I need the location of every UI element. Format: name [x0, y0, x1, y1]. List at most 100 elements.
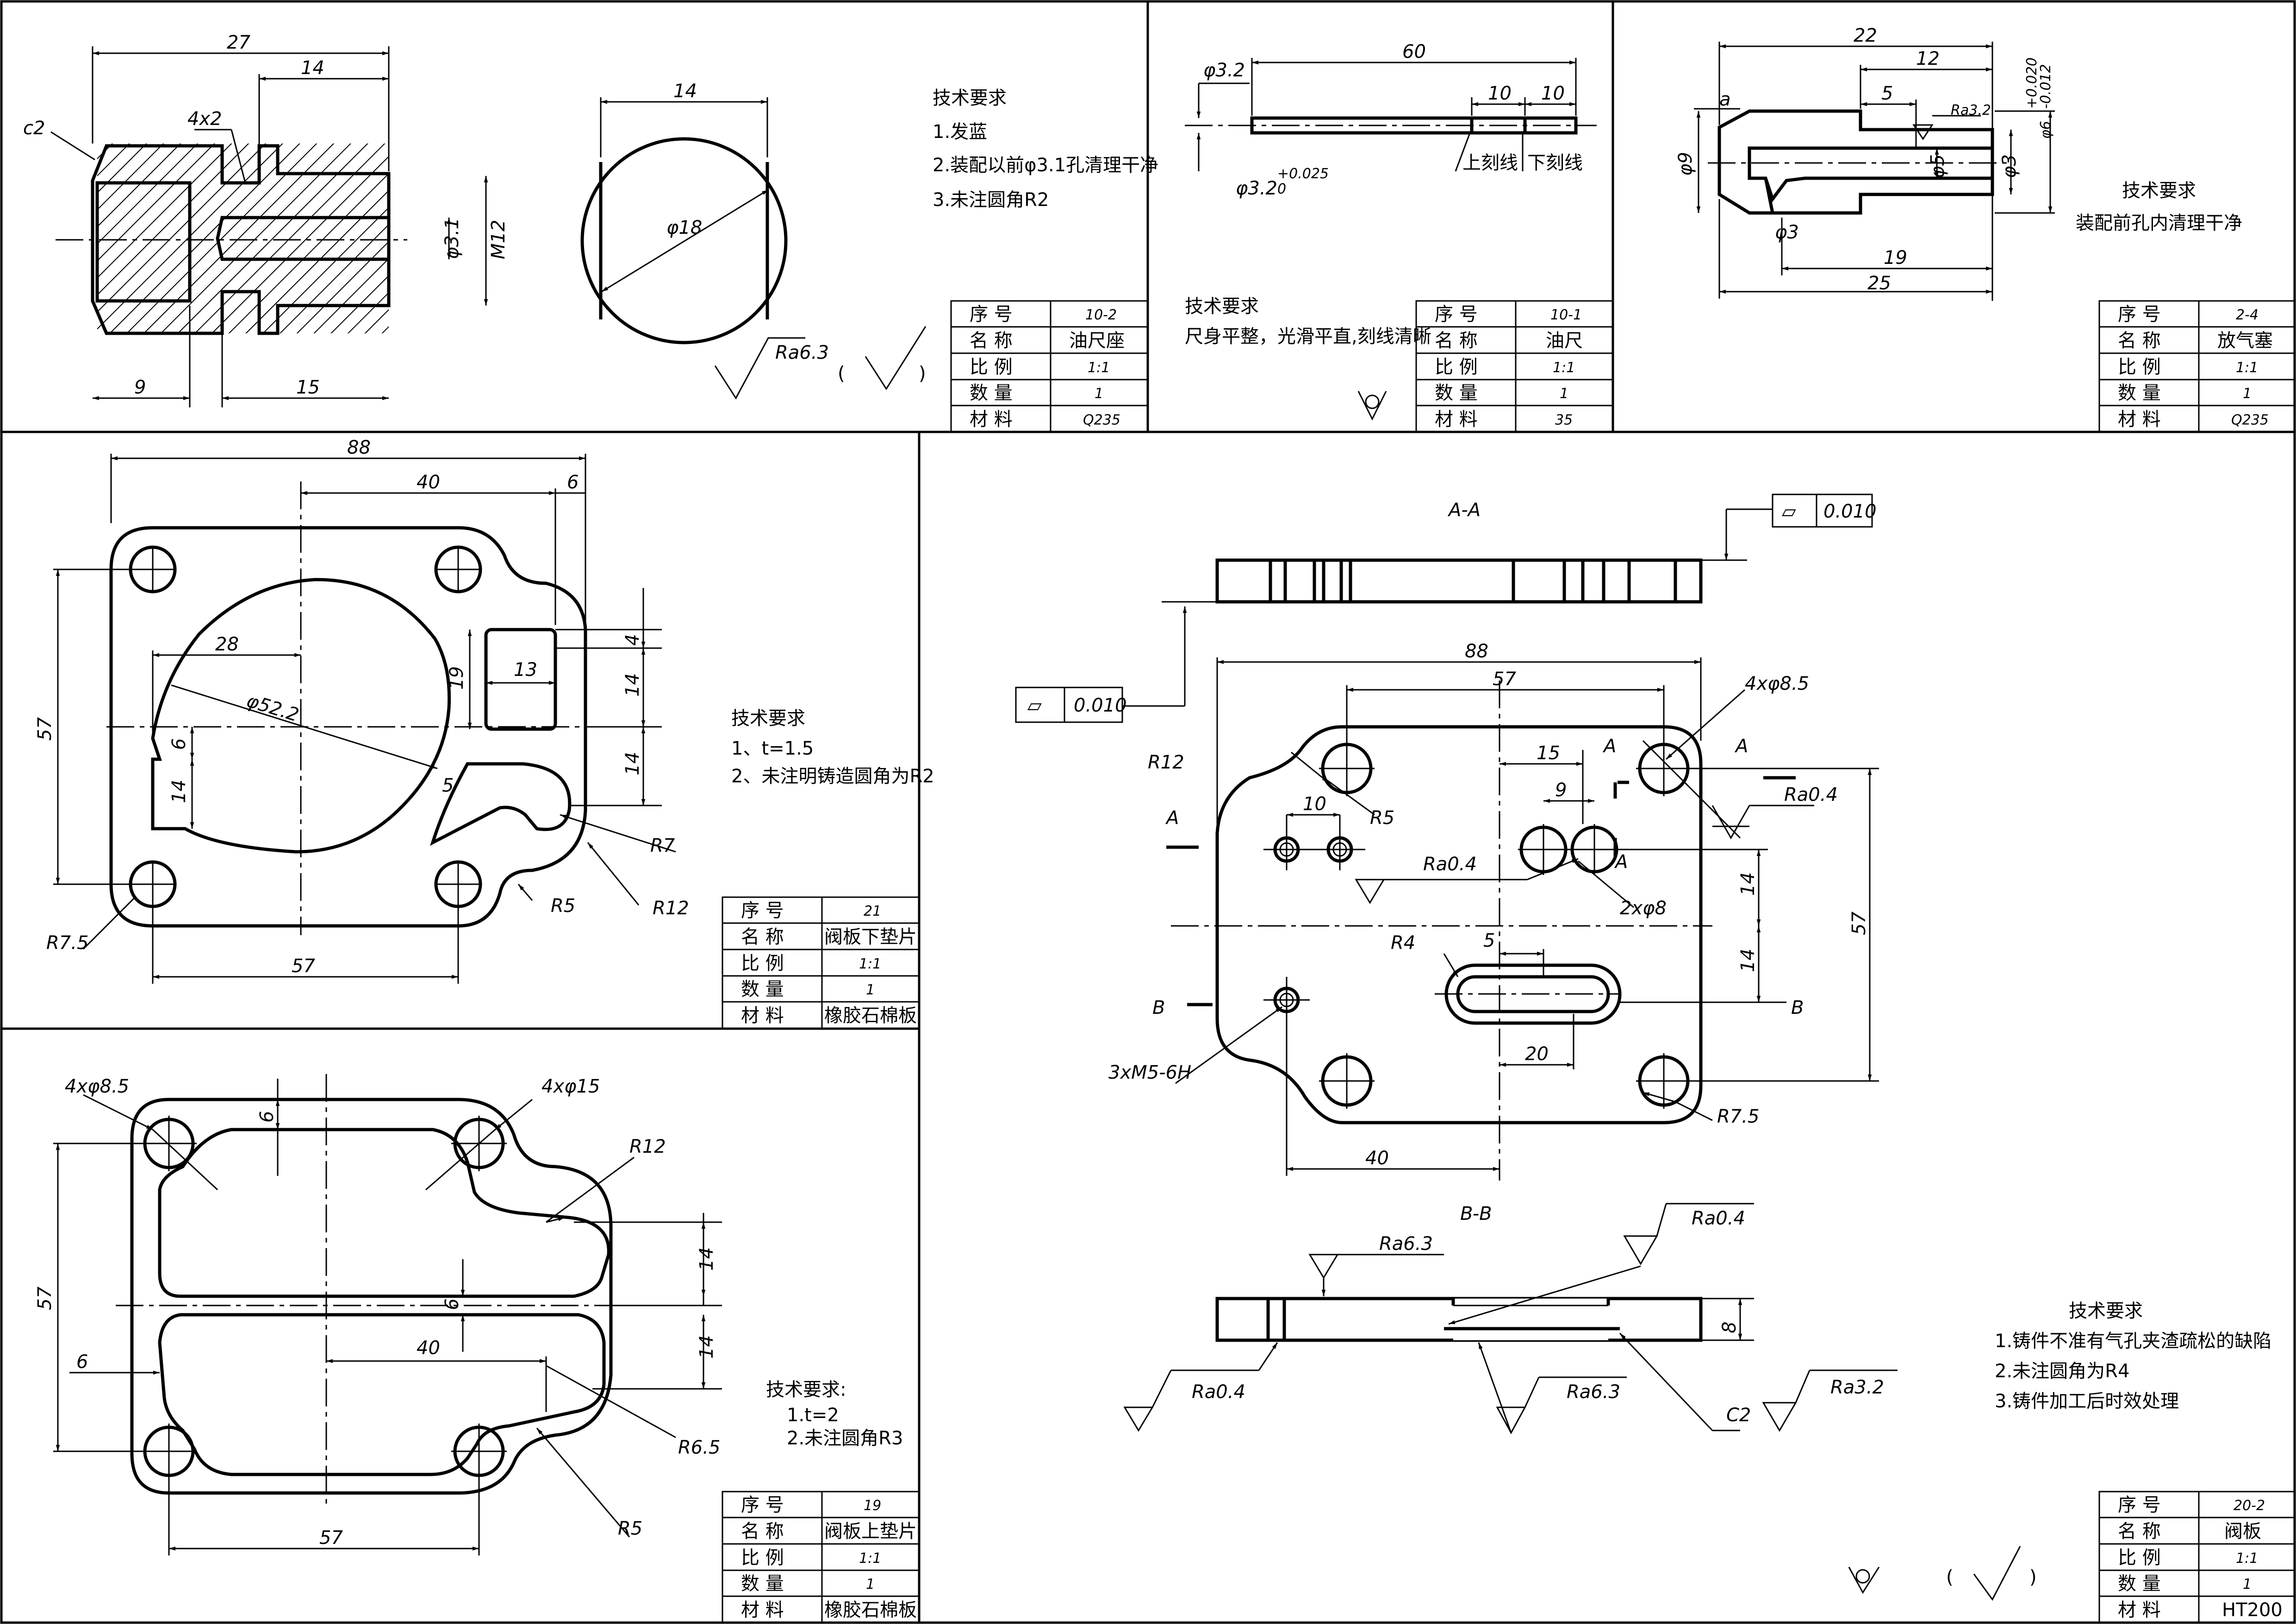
dim-phi3-1: φ3.1 [442, 218, 463, 259]
dim-15: 15 [296, 377, 320, 398]
tb-label: 比 例 [2118, 356, 2161, 378]
tb-value-qty: 1 [1095, 386, 1103, 402]
dim-5: 5 [1483, 930, 1495, 951]
dim-c2: C2 [1726, 1405, 1751, 1426]
notes-title: 技术要求 [731, 708, 805, 729]
dim-phi3: φ3 [1775, 222, 1799, 243]
tb-value-scale: 1:1 [1553, 360, 1575, 376]
tb-value-part-no: 20-2 [2234, 1498, 2265, 1514]
dim-8: 8 [1719, 1322, 1740, 1333]
notes-title: 技术要求 [933, 87, 1007, 109]
tb-value-part-no: 10-2 [1085, 307, 1117, 323]
roughness-ra0-4: Ra0.4 [1423, 854, 1477, 875]
vent-plug-dimensions: 22 12 5 a Ra3.2 φ9 φ5 φ3 φ3 φ6 +0.020 -0… [1675, 25, 2055, 301]
roughness-ra6-3: Ra6.3 [1567, 1381, 1620, 1403]
notes-title: 技术要求 [2069, 1300, 2143, 1322]
dim-m12: M12 [488, 220, 509, 259]
roughness-ra6-3: Ra6.3 [775, 342, 829, 363]
dim-22: 22 [1854, 25, 1877, 46]
tb-value-qty: 1 [1560, 386, 1568, 402]
vent-plug-section-view [1708, 109, 2009, 215]
dim-4: 4 [622, 634, 643, 646]
note-line-1: 1.铸件不准有气孔夹渣疏松的缺陷 [1995, 1330, 2271, 1352]
dim-2x-phi8: 2xφ8 [1620, 898, 1667, 919]
tb-value-qty: 1 [2243, 386, 2252, 402]
tb-value-part-no: 19 [864, 1498, 881, 1514]
label-a: a [1719, 89, 1731, 110]
dim-circle-14: 14 [673, 81, 697, 102]
tb-label: 名 称 [970, 330, 1013, 351]
tb-label: 材 料 [1435, 409, 1478, 430]
tb-value-qty: 1 [866, 1576, 875, 1593]
tb-label: 材 料 [2118, 1599, 2161, 1621]
upper-gasket-dimensions: 4xφ8.5 4xφ15 6 R12 57 14 6 14 6 40 R6.5 … [34, 1076, 722, 1555]
tb-label: 数 量 [741, 979, 784, 1000]
oil-seat-notes: 技术要求 1.发蓝 2.装配以前φ3.1孔清理干净 3.未注圆角R2 [933, 87, 1158, 211]
lower-gasket-centerlines [106, 481, 602, 935]
dim-57: 57 [1493, 668, 1516, 690]
note-line-1: 1.发蓝 [933, 121, 987, 143]
dim-28: 28 [215, 634, 239, 655]
dim-r7: R7 [650, 835, 675, 856]
dim-6-left: 6 [168, 738, 190, 750]
dim-10: 10 [1541, 83, 1565, 104]
dim-14: 14 [1737, 949, 1759, 972]
dim-6: 6 [567, 472, 579, 493]
label-upper-mark: 上刻线 [1462, 152, 1518, 174]
oil-seat-end-view [580, 137, 788, 344]
dim-19: 19 [1884, 247, 1907, 269]
dim-6-top: 6 [256, 1111, 278, 1123]
title-block: 序 号 名 称 比 例 数 量 材 料 10-2 油尺座 1:1 1 Q235 [950, 300, 1149, 433]
tb-label: 比 例 [2118, 1547, 2161, 1568]
tb-label: 数 量 [1435, 382, 1478, 404]
panel-lower-gasket: 88 40 6 57 28 φ52.2 19 13 4 14 14 6 14 5… [34, 437, 934, 1030]
section-mark-a: A [1614, 851, 1628, 873]
tol-upper: +0.020 [2024, 57, 2040, 109]
tb-value-qty: 1 [2243, 1576, 2252, 1593]
dim-r5: R5 [1370, 807, 1394, 829]
dim-20: 20 [1525, 1043, 1549, 1065]
oil-seat-section-view [56, 144, 407, 335]
dipstick-view [1185, 116, 1597, 135]
roughness-ra0-4: Ra0.4 [1784, 784, 1838, 806]
tb-value-scale: 1:1 [2236, 1550, 2258, 1567]
flatness-symbol: ▱ [1027, 695, 1042, 716]
tb-value-part-no: 2-4 [2236, 307, 2259, 323]
panel-dipstick: 60 φ3.2 φ3.2 +0.025 0 10 10 上刻线 下刻线 技术要求… [1185, 41, 1614, 433]
dim-r7-5: R7.5 [46, 932, 88, 954]
dim-57-horizontal: 57 [319, 1527, 343, 1549]
dim-r12: R12 [1148, 752, 1184, 773]
dim-57-vertical: 57 [1848, 912, 1870, 935]
title-block: 序 号 名 称 比 例 数 量 材 料 10-1 油尺 1:1 1 35 [1415, 300, 1614, 433]
dim-groove: 4x2 [187, 108, 222, 130]
dim-10: 10 [1303, 793, 1326, 815]
dim-5: 5 [442, 775, 454, 796]
tb-value-name: 油尺座 [1069, 330, 1125, 351]
paren-open: ( [1946, 1567, 1954, 1588]
valve-plate-plan-dimensions: 88 57 4xφ8.5 R12 10 R5 15 9 Ra0.4 Ra0.4 … [1108, 641, 1879, 1176]
dim-phi9: φ9 [1675, 152, 1696, 176]
tb-value-material: HT200 [2222, 1599, 2283, 1621]
tb-label: 名 称 [1435, 330, 1478, 351]
dim-c2: c2 [23, 118, 45, 139]
panel-valve-plate: A-A ▱ 0.010 ▱ 0.010 [1015, 493, 2296, 1624]
note-line-3: 3.未注圆角R2 [933, 189, 1049, 211]
panel-upper-gasket: 4xφ8.5 4xφ15 6 R12 57 14 6 14 6 40 R6.5 … [34, 1074, 920, 1624]
roughness-ra0-4: Ra0.4 [1692, 1208, 1745, 1229]
tb-value-name: 阀板 [2224, 1521, 2261, 1542]
dim-r5: R5 [551, 895, 575, 917]
dim-57-vertical: 57 [34, 1287, 56, 1310]
dim-r12: R12 [629, 1136, 666, 1157]
dim-12: 12 [1916, 48, 1940, 69]
tb-label: 数 量 [970, 382, 1013, 404]
dim-r4: R4 [1391, 932, 1415, 954]
tb-label: 序 号 [2118, 304, 2161, 325]
panel-oil-seat: 27 14 c2 4x2 φ3.1 M12 9 15 14 φ18 技术要求 1… [23, 32, 1158, 433]
roughness-ra3-2: Ra3.2 [1951, 102, 1991, 119]
dim-phi3: φ3 [1999, 154, 2020, 178]
tb-label: 比 例 [1435, 356, 1478, 378]
section-mark-a: A [1165, 807, 1179, 829]
note-line-2: 2.未注圆角R3 [787, 1428, 903, 1449]
lower-gasket-notes: 技术要求 1、t=1.5 2、未注明铸造圆角为R2 [731, 708, 934, 787]
